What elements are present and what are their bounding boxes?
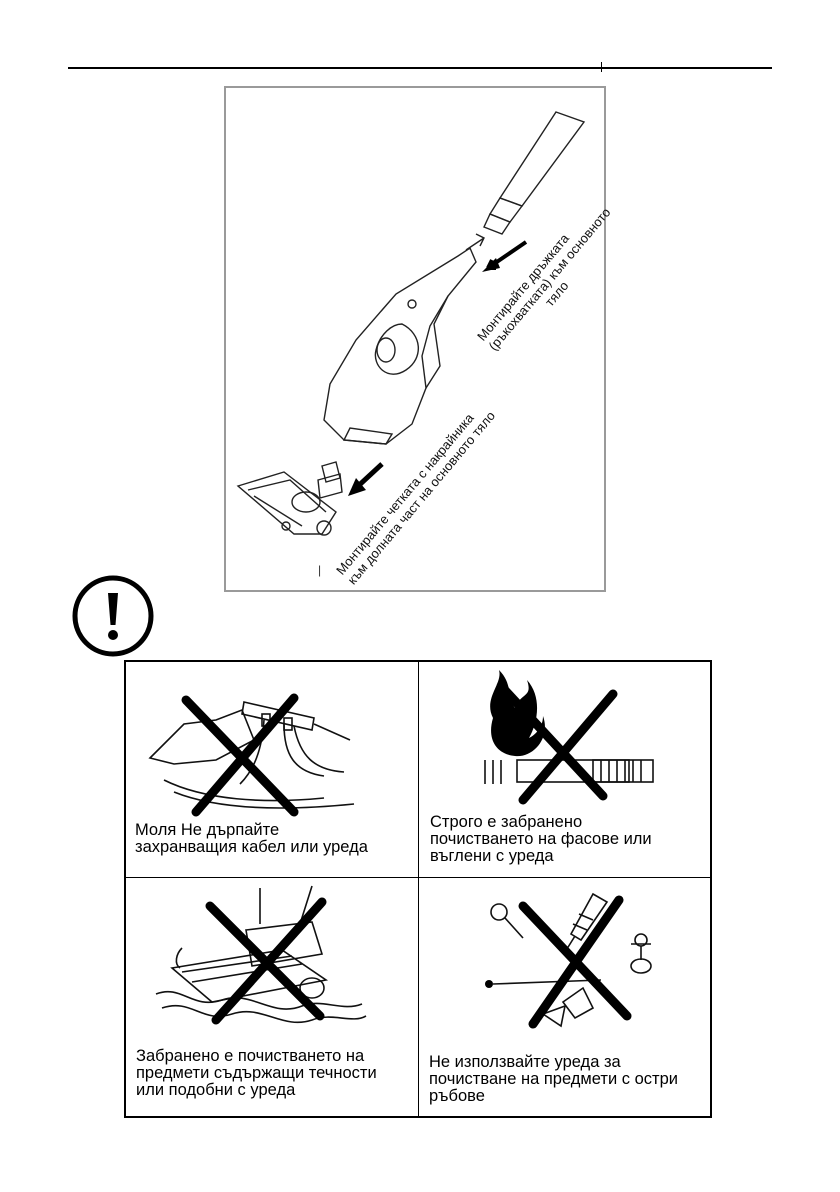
no-cigarettes-ash-icon — [484, 670, 654, 805]
assembly-figure: | — [224, 86, 606, 592]
prohibition-caption: Строго е забранено почистването на фасов… — [430, 813, 652, 865]
prohibition-caption: Моля Не дърпайте захранващия кабел или у… — [135, 821, 368, 856]
prohibition-caption: Не използвайте уреда за почистване на пр… — [429, 1053, 678, 1105]
prohibition-cell: Не използвайте уреда за почистване на пр… — [419, 878, 710, 1116]
vacuum-assembly-illustration: | — [236, 111, 586, 577]
exclamation-circle-icon — [72, 575, 154, 657]
header-rule — [68, 67, 772, 69]
prohibition-caption: Забранено е почистването на предмети съд… — [136, 1047, 377, 1099]
figure-tick-mark: | — [318, 563, 321, 577]
no-pulling-cord-icon — [148, 693, 355, 817]
header-rule-tick — [601, 62, 602, 72]
no-sharp-objects-icon — [485, 892, 652, 1029]
prohibition-grid: Моля Не дърпайте захранващия кабел или у… — [124, 660, 712, 1118]
prohibition-cell: Строго е забранено почистването на фасов… — [419, 662, 710, 878]
no-liquids-icon — [155, 885, 367, 1025]
prohibition-cell: Моля Не дърпайте захранващия кабел или у… — [126, 662, 419, 878]
prohibition-cell: Забранено е почистването на предмети съд… — [126, 878, 419, 1116]
